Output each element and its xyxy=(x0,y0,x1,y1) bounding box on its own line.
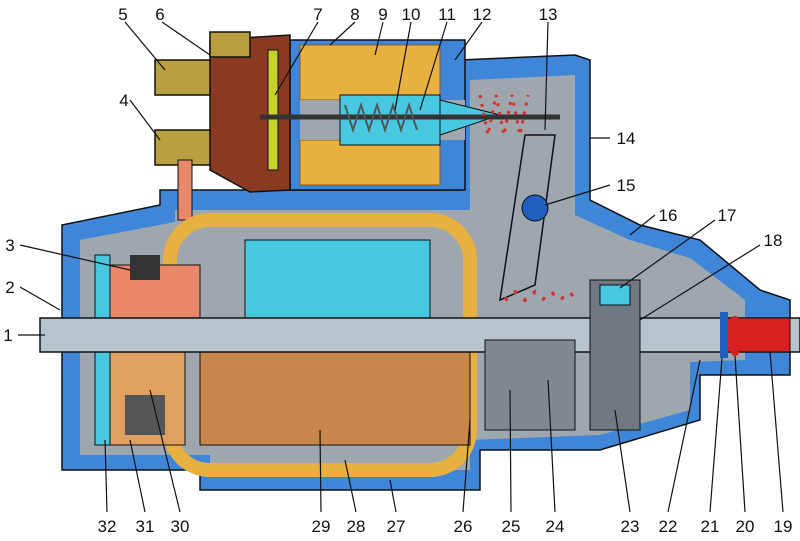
label-24: 24 xyxy=(546,517,565,536)
label-4: 4 xyxy=(119,91,128,110)
label-31: 31 xyxy=(136,517,155,536)
label-19: 19 xyxy=(774,517,793,536)
label-23: 23 xyxy=(621,517,640,536)
label-22: 22 xyxy=(659,517,678,536)
drive-lever xyxy=(499,134,556,302)
label-20: 20 xyxy=(736,517,755,536)
label-21: 21 xyxy=(701,517,720,536)
armature xyxy=(94,213,477,477)
label-18: 18 xyxy=(764,231,783,250)
label-27: 27 xyxy=(387,517,406,536)
label-1: 1 xyxy=(3,326,12,345)
label-3: 3 xyxy=(5,236,14,255)
label-14: 14 xyxy=(617,129,636,148)
label-9: 9 xyxy=(378,5,387,24)
label-29: 29 xyxy=(312,517,331,536)
label-6: 6 xyxy=(155,5,164,24)
label-11: 11 xyxy=(438,5,456,24)
label-15: 15 xyxy=(617,176,636,195)
leader-lines xyxy=(18,21,784,513)
label-8: 8 xyxy=(350,5,359,24)
label-16: 16 xyxy=(659,206,678,225)
label-7: 7 xyxy=(313,5,322,24)
label-26: 26 xyxy=(454,517,473,536)
label-25: 25 xyxy=(502,517,521,536)
label-30: 30 xyxy=(171,517,190,536)
part-labels: 1 2 3 4 5 6 7 8 9 10 11 12 13 14 15 16 1… xyxy=(3,5,792,536)
label-28: 28 xyxy=(347,517,366,536)
label-13: 13 xyxy=(539,5,558,24)
label-17: 17 xyxy=(718,206,737,225)
label-5: 5 xyxy=(118,5,127,24)
label-10: 10 xyxy=(402,5,421,24)
label-2: 2 xyxy=(5,278,14,297)
solenoid xyxy=(209,34,560,193)
terminals xyxy=(154,31,251,221)
label-32: 32 xyxy=(98,517,117,536)
label-12: 12 xyxy=(473,5,492,24)
